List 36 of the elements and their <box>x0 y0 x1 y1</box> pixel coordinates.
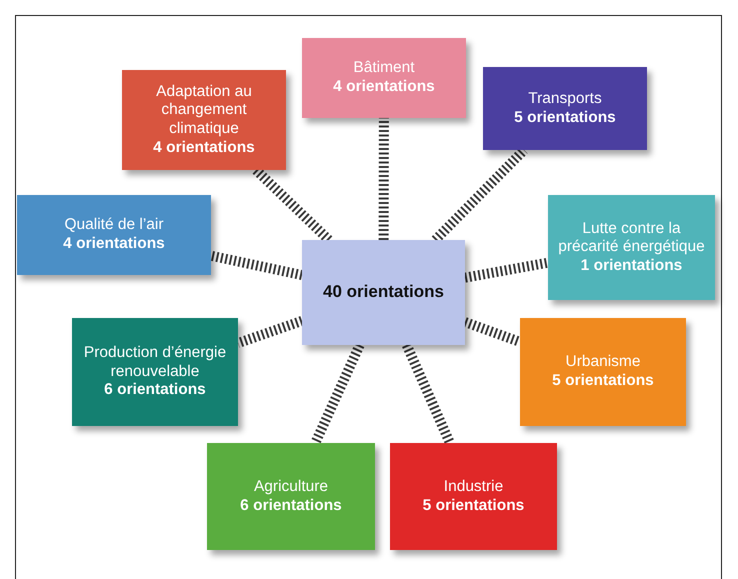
orientation-count: 5 orientations <box>422 496 524 516</box>
orientation-count: 6 orientations <box>240 496 342 516</box>
hatched-connector <box>463 317 522 347</box>
topic-box <box>548 195 715 300</box>
hatched-connector <box>236 316 304 348</box>
topic-box <box>122 70 286 170</box>
total-label: 40 orientations <box>323 282 444 303</box>
orientation-count: 6 orientations <box>104 381 206 400</box>
topic-name: Urbanisme <box>566 353 640 372</box>
topic-box <box>390 443 557 550</box>
topic-name: Adaptation au changement climatique <box>155 82 253 139</box>
orientation-count: 1 orientations <box>580 256 682 276</box>
topic-box <box>207 443 375 550</box>
hatched-connector <box>378 118 389 240</box>
topic-box <box>72 318 238 426</box>
topic-box <box>17 195 211 275</box>
hatched-connector <box>402 342 454 446</box>
orientation-count: 4 orientations <box>63 235 165 254</box>
topic-name: Qualité de l’air <box>64 216 164 235</box>
topic-name: Agriculture <box>254 478 328 496</box>
topic-box <box>302 38 466 118</box>
hatched-connector <box>464 258 549 283</box>
topic-name: Production d’énergie renouvelable <box>82 344 228 382</box>
topic-name: Industrie <box>444 478 504 496</box>
orientation-count: 4 orientations <box>333 78 435 97</box>
topic-name: Bâtiment <box>353 59 415 78</box>
hatched-connector <box>310 342 364 446</box>
topic-box <box>483 67 647 150</box>
orientation-count: 5 orientations <box>552 372 654 391</box>
orientation-count: 5 orientations <box>514 108 616 128</box>
central-box <box>302 240 465 345</box>
hatched-connector <box>210 250 304 280</box>
topic-name: Transports <box>528 90 602 108</box>
orientation-count: 4 orientations <box>153 138 255 158</box>
topic-box <box>520 318 686 426</box>
topic-name: Lutte contre la précarité énergétique <box>557 220 706 257</box>
